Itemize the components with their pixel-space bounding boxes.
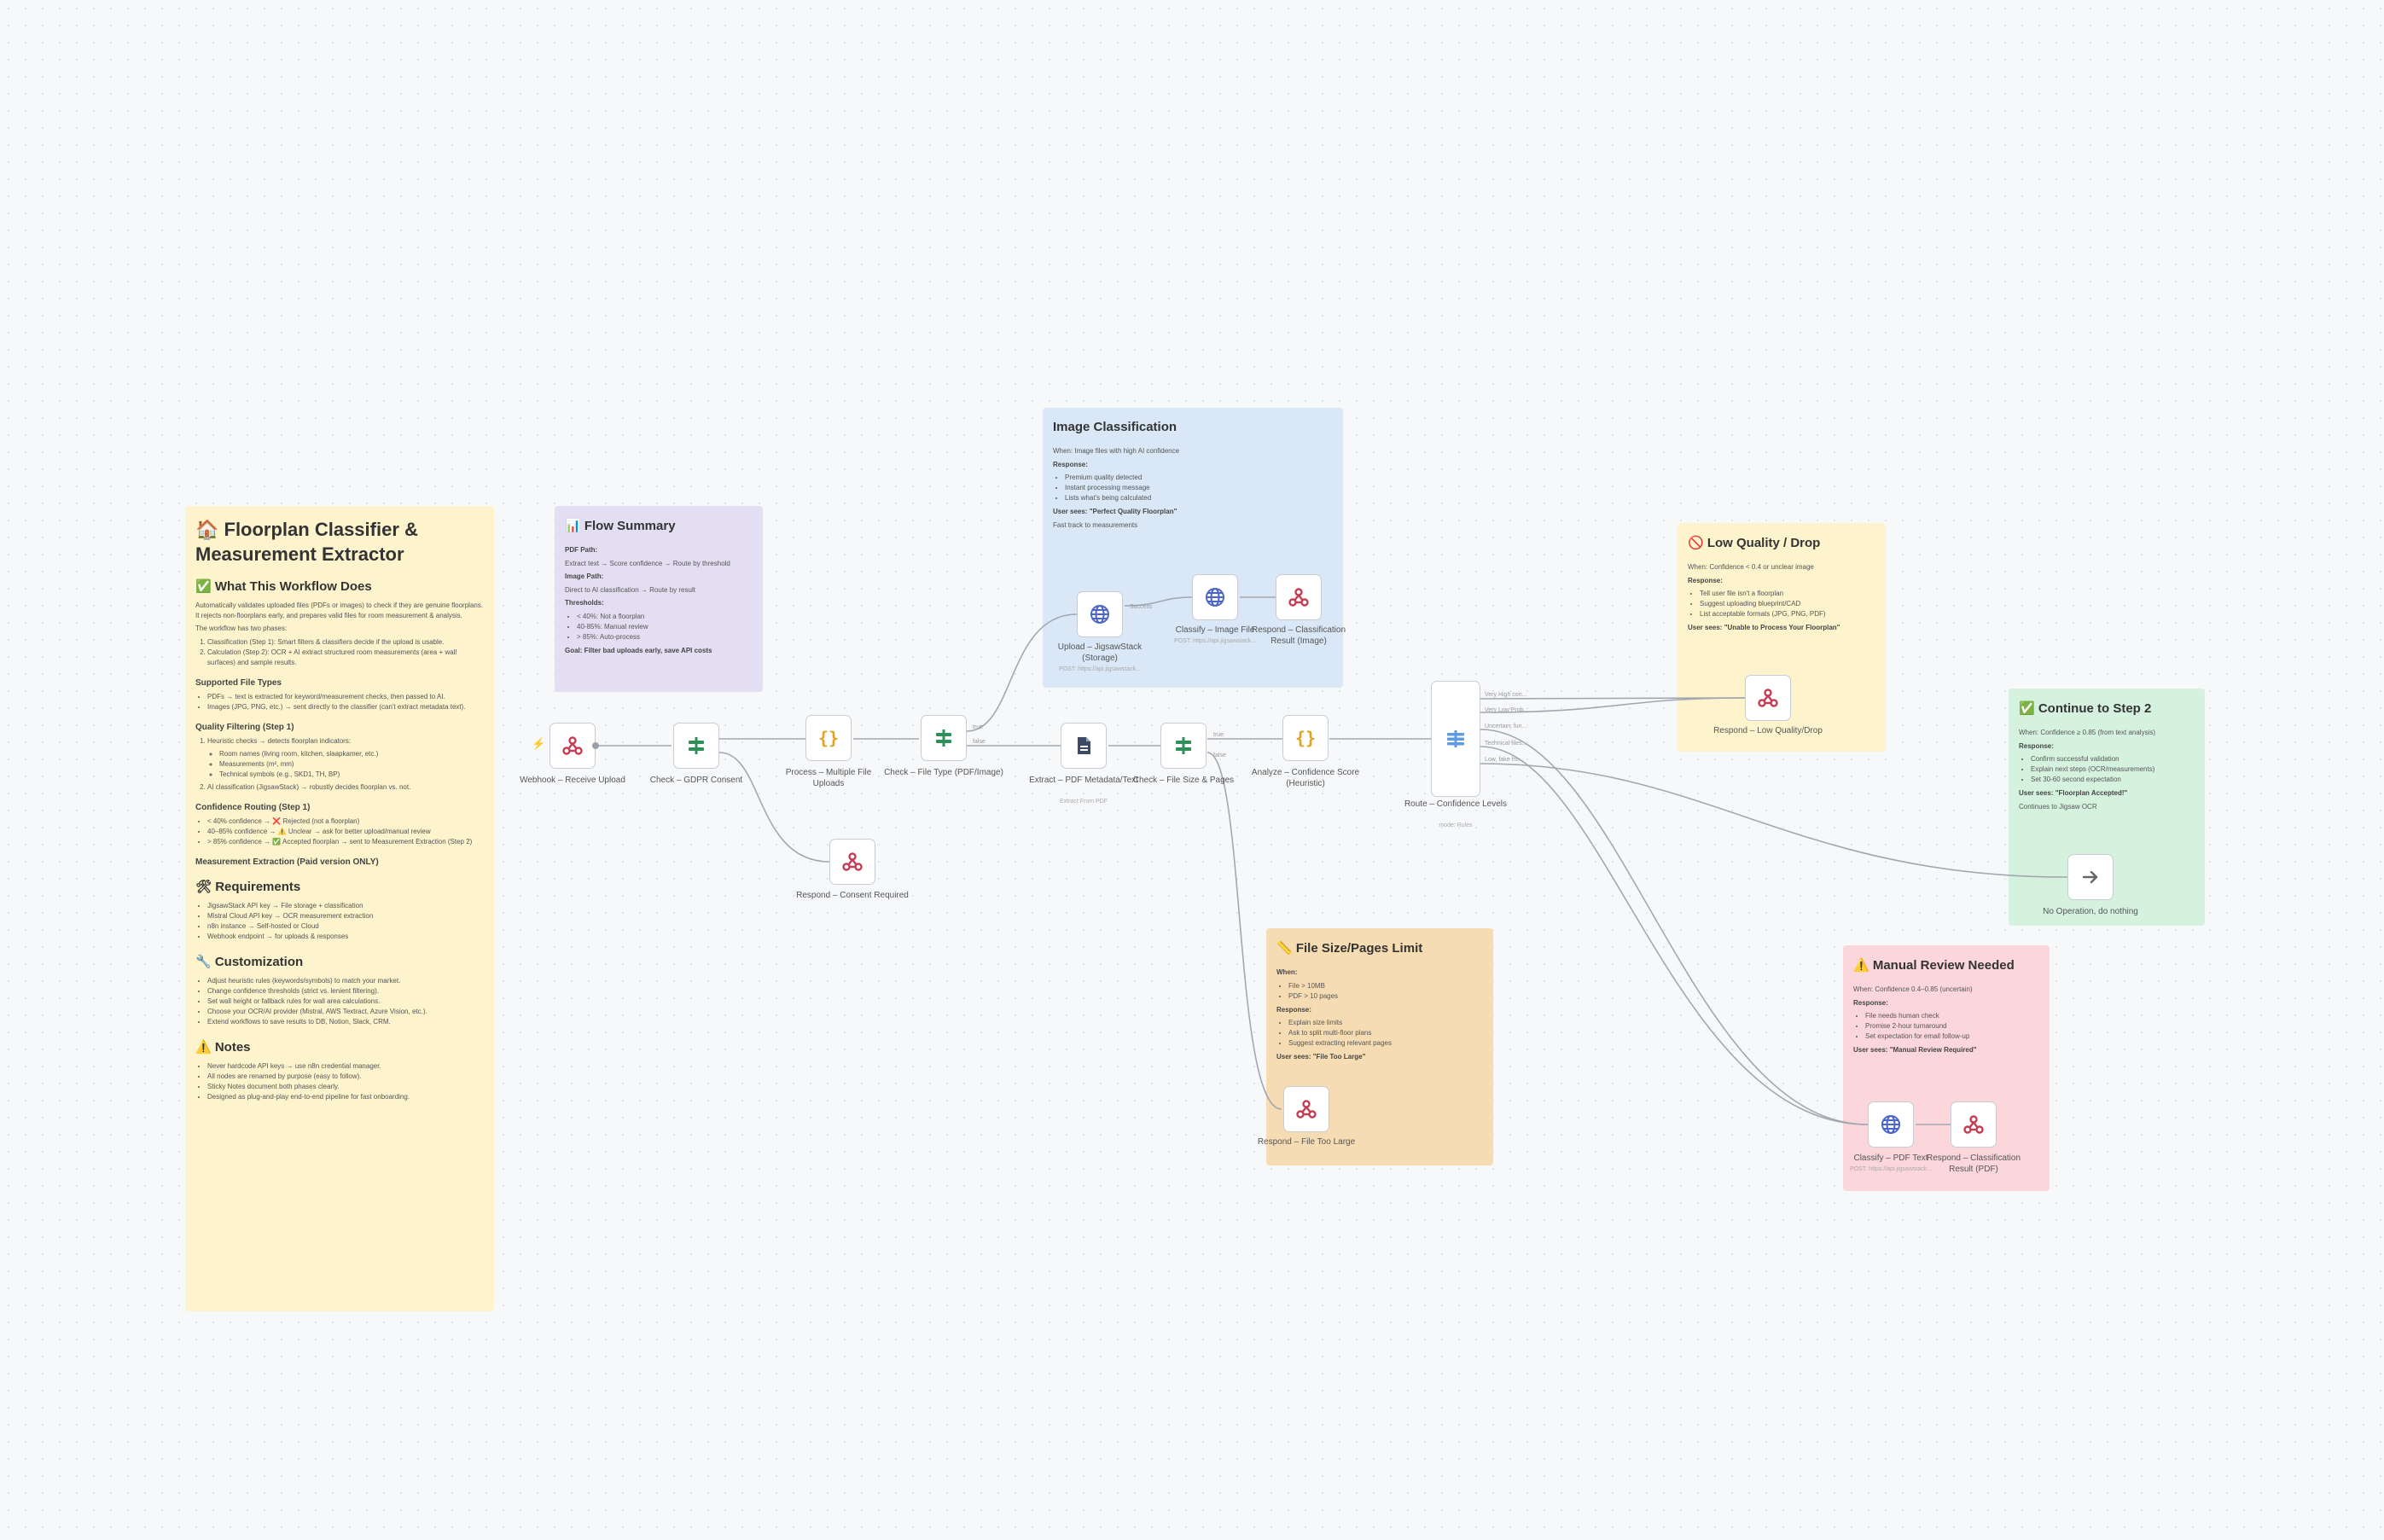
node-label: Check – GDPR Consent <box>637 776 756 787</box>
node-label: Analyze – Confidence Score (Heuristic) <box>1246 768 1365 789</box>
webhook-icon <box>1757 687 1779 709</box>
webhook-icon <box>841 851 863 873</box>
webhook-icon <box>1288 586 1310 608</box>
node-check-file-size-pages[interactable] <box>1160 723 1207 769</box>
output-port[interactable] <box>592 742 599 749</box>
node-subtitle: mode: Rules <box>1396 822 1515 828</box>
node-label: Respond – Low Quality/Drop <box>1708 726 1828 737</box>
node-subtitle: POST: https://api.jigsawstack... <box>1040 666 1160 672</box>
node-analyze-confidence-score[interactable]: {} <box>1282 715 1329 761</box>
node-label: Respond – File Too Large <box>1247 1137 1366 1148</box>
node-label: Process – Multiple File Uploads <box>769 768 888 789</box>
edge-label: Very Low Prob... <box>1485 707 1528 713</box>
node-label: Route – Confidence Levels <box>1396 799 1515 811</box>
edge-route-noop <box>1480 764 2067 877</box>
edge-label: Low, fake fro... <box>1485 757 1524 763</box>
globe-icon <box>1880 1113 1902 1136</box>
node-label: Respond – Consent Required <box>793 891 912 902</box>
if-branch-icon <box>685 735 707 757</box>
edge-label: false <box>973 739 986 745</box>
node-process-multiple-uploads[interactable]: {} <box>805 715 852 761</box>
node-label: Check – File Size & Pages <box>1124 776 1243 787</box>
edge-route-manual-2 <box>1480 747 1868 1124</box>
arrow-right-icon <box>2079 866 2102 888</box>
switch-icon <box>1445 728 1467 750</box>
node-label: Respond – Classification Result (PDF) <box>1914 1154 2033 1175</box>
code-braces-icon: {} <box>1294 727 1317 749</box>
edge-label: Very High con... <box>1485 692 1526 698</box>
edge-label: true <box>1213 732 1224 738</box>
node-route-confidence-levels[interactable] <box>1431 681 1480 797</box>
if-branch-icon <box>933 727 955 749</box>
node-extract-pdf-metadata[interactable] <box>1061 723 1107 769</box>
node-label: Webhook – Receive Upload <box>513 776 632 787</box>
webhook-icon <box>1295 1098 1317 1120</box>
node-classify-image-file[interactable] <box>1192 574 1238 620</box>
edge-label: Success <box>1130 604 1152 610</box>
code-braces-icon: {} <box>817 727 840 749</box>
lightning-icon: ⚡ <box>532 737 545 751</box>
node-check-file-type[interactable] <box>921 715 967 761</box>
edge-size-toolarge <box>1207 753 1282 1109</box>
edge-label: Technical files... <box>1485 741 1526 747</box>
document-icon <box>1073 735 1095 757</box>
webhook-icon <box>561 735 584 757</box>
node-subtitle: Extract From PDF <box>1024 799 1143 805</box>
edge-label: true <box>973 724 983 730</box>
node-classify-pdf-text[interactable] <box>1868 1101 1914 1148</box>
node-no-operation[interactable] <box>2067 854 2114 900</box>
node-label: No Operation, do nothing <box>2031 907 2150 918</box>
node-respond-low-quality[interactable] <box>1745 675 1791 721</box>
node-respond-classification-image[interactable] <box>1276 574 1322 620</box>
webhook-icon <box>1962 1113 1985 1136</box>
edge-filetype-upload <box>967 614 1077 731</box>
node-respond-file-too-large[interactable] <box>1283 1086 1329 1132</box>
node-webhook-receive-upload[interactable] <box>549 723 596 769</box>
node-label: Upload – JigsawStack (Storage) <box>1040 642 1160 664</box>
node-label: Respond – Classification Result (Image) <box>1239 625 1358 647</box>
globe-icon <box>1204 586 1226 608</box>
globe-icon <box>1089 603 1111 625</box>
edge-label: false <box>1213 753 1226 758</box>
node-respond-classification-pdf[interactable] <box>1951 1101 1997 1148</box>
edge-route-manual-1 <box>1480 729 1868 1124</box>
node-upload-jigsawstack[interactable] <box>1077 591 1123 637</box>
if-branch-icon <box>1172 735 1195 757</box>
node-label: Check – File Type (PDF/Image) <box>884 768 1003 779</box>
node-respond-consent-required[interactable] <box>829 839 875 885</box>
edge-label: Uncertain, fun... <box>1485 724 1526 729</box>
node-check-gdpr-consent[interactable] <box>673 723 719 769</box>
